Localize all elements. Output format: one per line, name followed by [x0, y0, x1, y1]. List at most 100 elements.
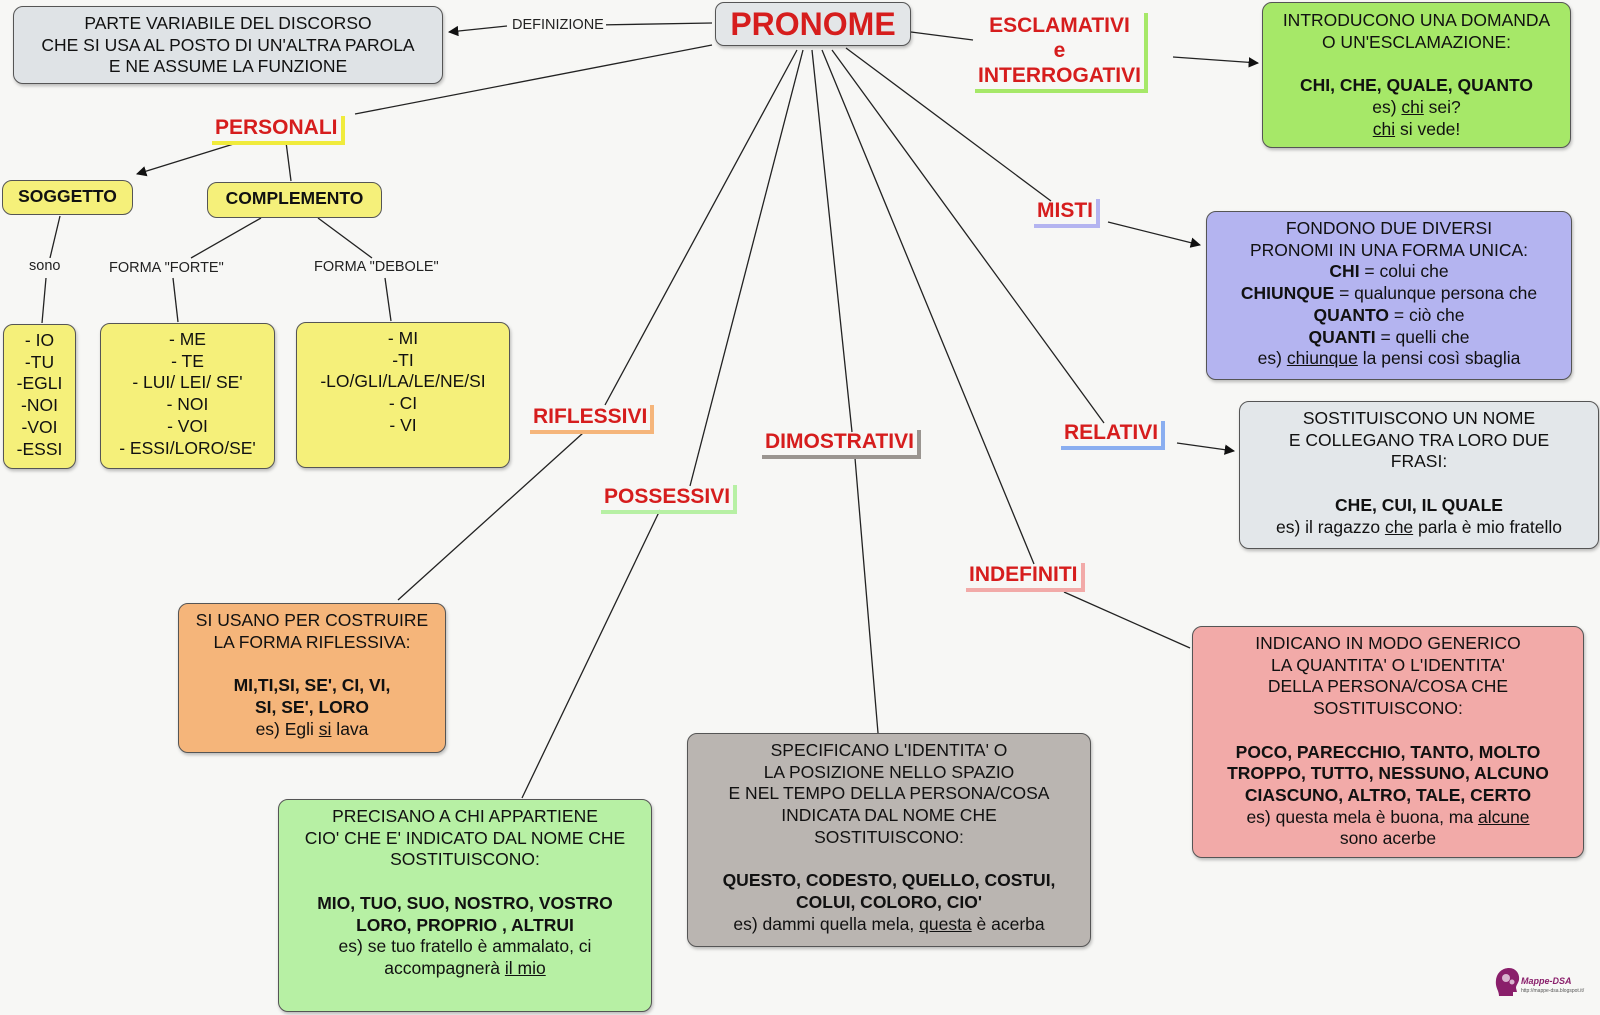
box-line: POCO, PARECCHIO, TANTO, MOLTO [1235, 741, 1541, 762]
box-line: FRASI: [1390, 451, 1448, 472]
box-line: LA POSIZIONE NELLO SPAZIO [763, 761, 1015, 782]
box-line: CIO' CHE E' INDICATO DAL NOME CHE [304, 827, 626, 848]
box-line: TROPPO, TUTTO, NESSUNO, ALCUNO [1227, 763, 1549, 784]
definition-row: QUANTO = ciò che [1207, 305, 1571, 327]
mappe-dsa-logo: Mappe-DSA http://mappe-dsa.blogspot.it/ [1493, 966, 1593, 1006]
category-misti: MISTI [1034, 199, 1100, 228]
box-line: LORO, PROPRIO , ALTRUI [356, 914, 574, 935]
example-text: è acerba [971, 913, 1045, 934]
example-line: es) dammi quella mela, questa è acerba [688, 914, 1090, 936]
example-text: sei? [1423, 96, 1461, 117]
category-indefiniti: INDEFINITI [966, 563, 1085, 592]
box-line: DELLA PERSONA/COSA CHE [1267, 676, 1509, 697]
definition-line: E NE ASSUME LA FUNZIONE [108, 56, 348, 77]
box-line: INDICANO IN MODO GENERICO [1255, 633, 1521, 653]
category-possessivi: POSSESSIVI [601, 485, 738, 514]
definition-row: CHIUNQUE = qualunque persona che [1207, 283, 1571, 305]
box-line: SPECIFICANO L'IDENTITA' O [770, 740, 1008, 760]
term: QUANTO [1313, 304, 1390, 325]
list-item: - LUI/ LEI/ SE' [132, 372, 243, 393]
term-definition: = ciò che [1389, 304, 1465, 325]
soggetto-tag: SOGGETTO [2, 180, 133, 215]
box-line: CHE, CUI, IL QUALE [1335, 494, 1503, 515]
example-highlight: alcune [1477, 806, 1530, 827]
example-line: es) il ragazzo che parla è mio fratello [1240, 517, 1598, 539]
misti-box: FONDONO DUE DIVERSI PRONOMI IN UNA FORMA… [1206, 211, 1572, 380]
box-line: COLUI, COLORO, CIO' [796, 891, 982, 912]
box-line: SI, SE', LORO [254, 696, 370, 717]
category-label: INDEFINITI [969, 563, 1078, 586]
forma-debole-box: - MI -TI -LO/GLI/LA/LE/NE/SI - CI - VI [296, 322, 510, 468]
list-item: -TI [392, 349, 414, 370]
example-line: es) Egli si lava [179, 719, 445, 741]
category-personali: PERSONALI [212, 116, 345, 145]
complemento-label: COMPLEMENTO [225, 188, 364, 208]
example-text: es) Egli [255, 718, 319, 739]
box-line: E NEL TEMPO DELLA PERSONA/COSA [728, 783, 1050, 804]
relativi-box: SOSTITUISCONO UN NOME E COLLEGANO TRA LO… [1239, 401, 1599, 549]
category-label: e [1053, 39, 1066, 62]
box-line: SOSTITUISCONO: [1313, 698, 1463, 719]
example-line: es) questa mela è buona, ma alcune [1193, 807, 1583, 829]
box-line: PRECISANO A CHI APPARTIENE [332, 806, 598, 826]
example-line: sono acerbe [1339, 828, 1437, 849]
example-line: es) chiunque la pensi così sbaglia [1207, 348, 1571, 370]
category-dimostrativi: DIMOSTRATIVI [762, 430, 921, 459]
box-line: E COLLEGANO TRA LORO DUE [1288, 429, 1550, 450]
box-line [279, 871, 651, 893]
example-text: la pensi così sbaglia [1357, 348, 1521, 369]
box-line [179, 653, 445, 675]
box-line: SOSTITUISCONO: [390, 849, 540, 870]
example-line: es) chi sei? [1263, 97, 1570, 119]
term: CHI [1329, 261, 1360, 282]
page-title: PRONOME [730, 6, 896, 42]
example-highlight: si [318, 718, 332, 739]
box-line [1193, 720, 1583, 742]
box-line: CHI, CHE, QUALE, QUANTO [1299, 75, 1534, 96]
definition-row: QUANTI = quelli che [1207, 327, 1571, 349]
term: QUANTI [1308, 326, 1376, 347]
list-item: - CI [388, 393, 418, 414]
box-line: PRONOMI IN UNA FORMA UNICA: [1249, 239, 1529, 260]
soggetto-label: SOGGETTO [18, 186, 117, 206]
box-line: MI,TI,SI, SE', CI, VI, [233, 675, 391, 696]
example-highlight: che [1384, 516, 1414, 537]
example-line: es) se tuo fratello è ammalato, ci [338, 936, 592, 957]
list-item: -EGLI [16, 373, 63, 394]
list-item: -LO/GLI/LA/LE/NE/SI [320, 371, 486, 392]
category-esclamativi: ESCLAMATIVI e INTERROGATIVI [975, 13, 1148, 93]
list-item: -VOI [21, 416, 58, 437]
box-line: SOSTITUISCONO UN NOME [1302, 408, 1536, 428]
example-highlight: chiunque [1286, 348, 1358, 369]
list-item: - NOI [166, 394, 209, 415]
category-riflessivi: RIFLESSIVI [530, 405, 655, 434]
box-line: O UN'ESCLAMAZIONE: [1321, 31, 1512, 52]
list-item: - VI [389, 414, 417, 435]
list-item: - IO [24, 330, 55, 350]
example-text: es) [1372, 96, 1402, 117]
term: CHIUNQUE [1240, 283, 1335, 304]
example-highlight: questa [919, 913, 972, 934]
category-label: DIMOSTRATIVI [765, 430, 914, 453]
example-text: parla è mio fratello [1413, 516, 1562, 537]
definition-row: CHI = colui che [1207, 261, 1571, 283]
list-item: - TE [171, 350, 204, 371]
example-highlight: chi [1372, 118, 1396, 139]
sono-label: sono [27, 258, 63, 274]
example-text: lava [331, 718, 369, 739]
list-item: - MI [387, 328, 419, 348]
logo-url: http://mappe-dsa.blogspot.it/ [1521, 988, 1585, 994]
box-line: INTRODUCONO UNA DOMANDA [1282, 10, 1551, 30]
box-line: QUESTO, CODESTO, QUELLO, COSTUI, [722, 870, 1056, 891]
category-label: MISTI [1037, 199, 1093, 222]
category-label: ESCLAMATIVI [989, 14, 1130, 37]
example-line: accompagnerà il mio [279, 958, 651, 980]
box-line [1263, 53, 1570, 75]
box-line: LA FORMA RIFLESSIVA: [213, 631, 411, 652]
example-line: chi si vede! [1263, 119, 1570, 141]
esclamativi-box: INTRODUCONO UNA DOMANDA O UN'ESCLAMAZION… [1262, 2, 1571, 148]
box-line: INDICATA DAL NOME CHE [781, 805, 997, 826]
head-gears-icon [1495, 968, 1520, 996]
example-text: es) [1257, 348, 1287, 369]
